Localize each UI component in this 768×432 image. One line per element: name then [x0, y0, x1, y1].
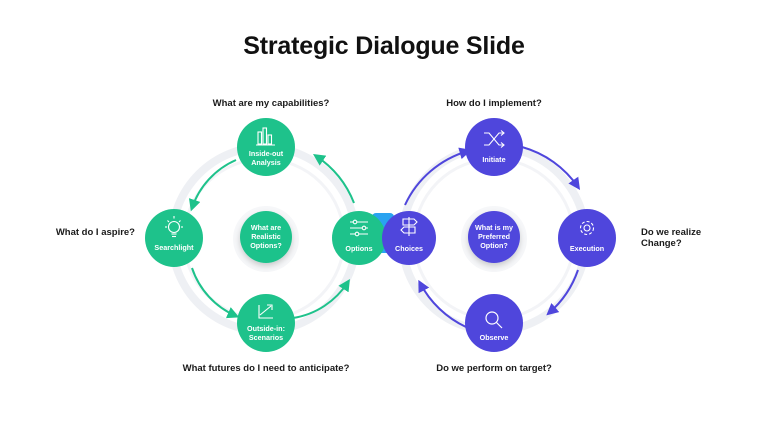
node-label: Initiate: [482, 155, 505, 164]
center-label: What is my: [475, 223, 513, 232]
right-arrow-right-to-bottom: [546, 269, 579, 316]
node-label: Analysis: [251, 158, 281, 167]
question-aspire: What do I aspire?: [55, 227, 135, 238]
bar-chart-icon: [256, 127, 275, 146]
left-arrow-right-to-top: [312, 154, 355, 204]
node-outside-in-scenarios[interactable]: Outside-in: Scenarios: [237, 294, 295, 352]
node-options[interactable]: Options: [332, 211, 386, 265]
shuffle-icon: [484, 130, 505, 148]
node-searchlight[interactable]: Searchlight: [145, 209, 203, 267]
node-label: Execution: [570, 244, 604, 253]
node-label: Observe: [480, 333, 509, 342]
left-arrow-left-to-bottom: [191, 267, 240, 319]
center-realistic-options: What are Realistic Options?: [233, 206, 299, 272]
left-arrow-bottom-to-right: [292, 278, 350, 319]
node-initiate[interactable]: Initiate: [465, 118, 523, 176]
left-arrow-top-to-left: [188, 159, 237, 212]
right-arrow-left-to-top: [404, 147, 472, 206]
center-label: What are: [251, 223, 281, 232]
right-arrow-top-to-right: [521, 146, 581, 190]
sliders-icon: [350, 219, 368, 237]
gear-icon: [579, 220, 595, 236]
node-inside-out-analysis[interactable]: Inside-out Analysis: [237, 118, 295, 176]
question-realize-change: Do we realize Change?: [641, 227, 702, 249]
node-label: Searchlight: [154, 243, 194, 252]
question-capabilities: What are my capabilities?: [212, 98, 330, 109]
magnifier-icon: [485, 311, 503, 329]
center-label: Options?: [250, 241, 282, 250]
node-choices[interactable]: Choices: [382, 211, 436, 265]
question-implement: How do I implement?: [446, 98, 542, 109]
node-label: Scenarios: [249, 333, 283, 342]
question-perform: Do we perform on target?: [436, 363, 552, 374]
node-label: Inside-out: [249, 149, 284, 158]
node-label: Outside-in:: [247, 324, 285, 333]
lightbulb-icon: [165, 216, 183, 238]
signpost-icon: [400, 217, 418, 236]
question-futures: What futures do I need to anticipate?: [182, 363, 350, 374]
center-label: Option?: [480, 241, 508, 250]
trend-arrow-icon: [258, 304, 273, 319]
center-label: Realistic: [251, 232, 281, 241]
slide-title: Strategic Dialogue Slide: [243, 32, 525, 60]
node-observe[interactable]: Observe: [465, 294, 523, 352]
node-execution[interactable]: Execution: [558, 209, 616, 267]
right-arrow-bottom-to-left: [418, 279, 467, 328]
node-label: Options: [345, 244, 372, 253]
center-label: Preferred: [478, 232, 510, 241]
node-label: Choices: [395, 244, 423, 253]
center-preferred-option: What is my Preferred Option?: [461, 206, 527, 272]
